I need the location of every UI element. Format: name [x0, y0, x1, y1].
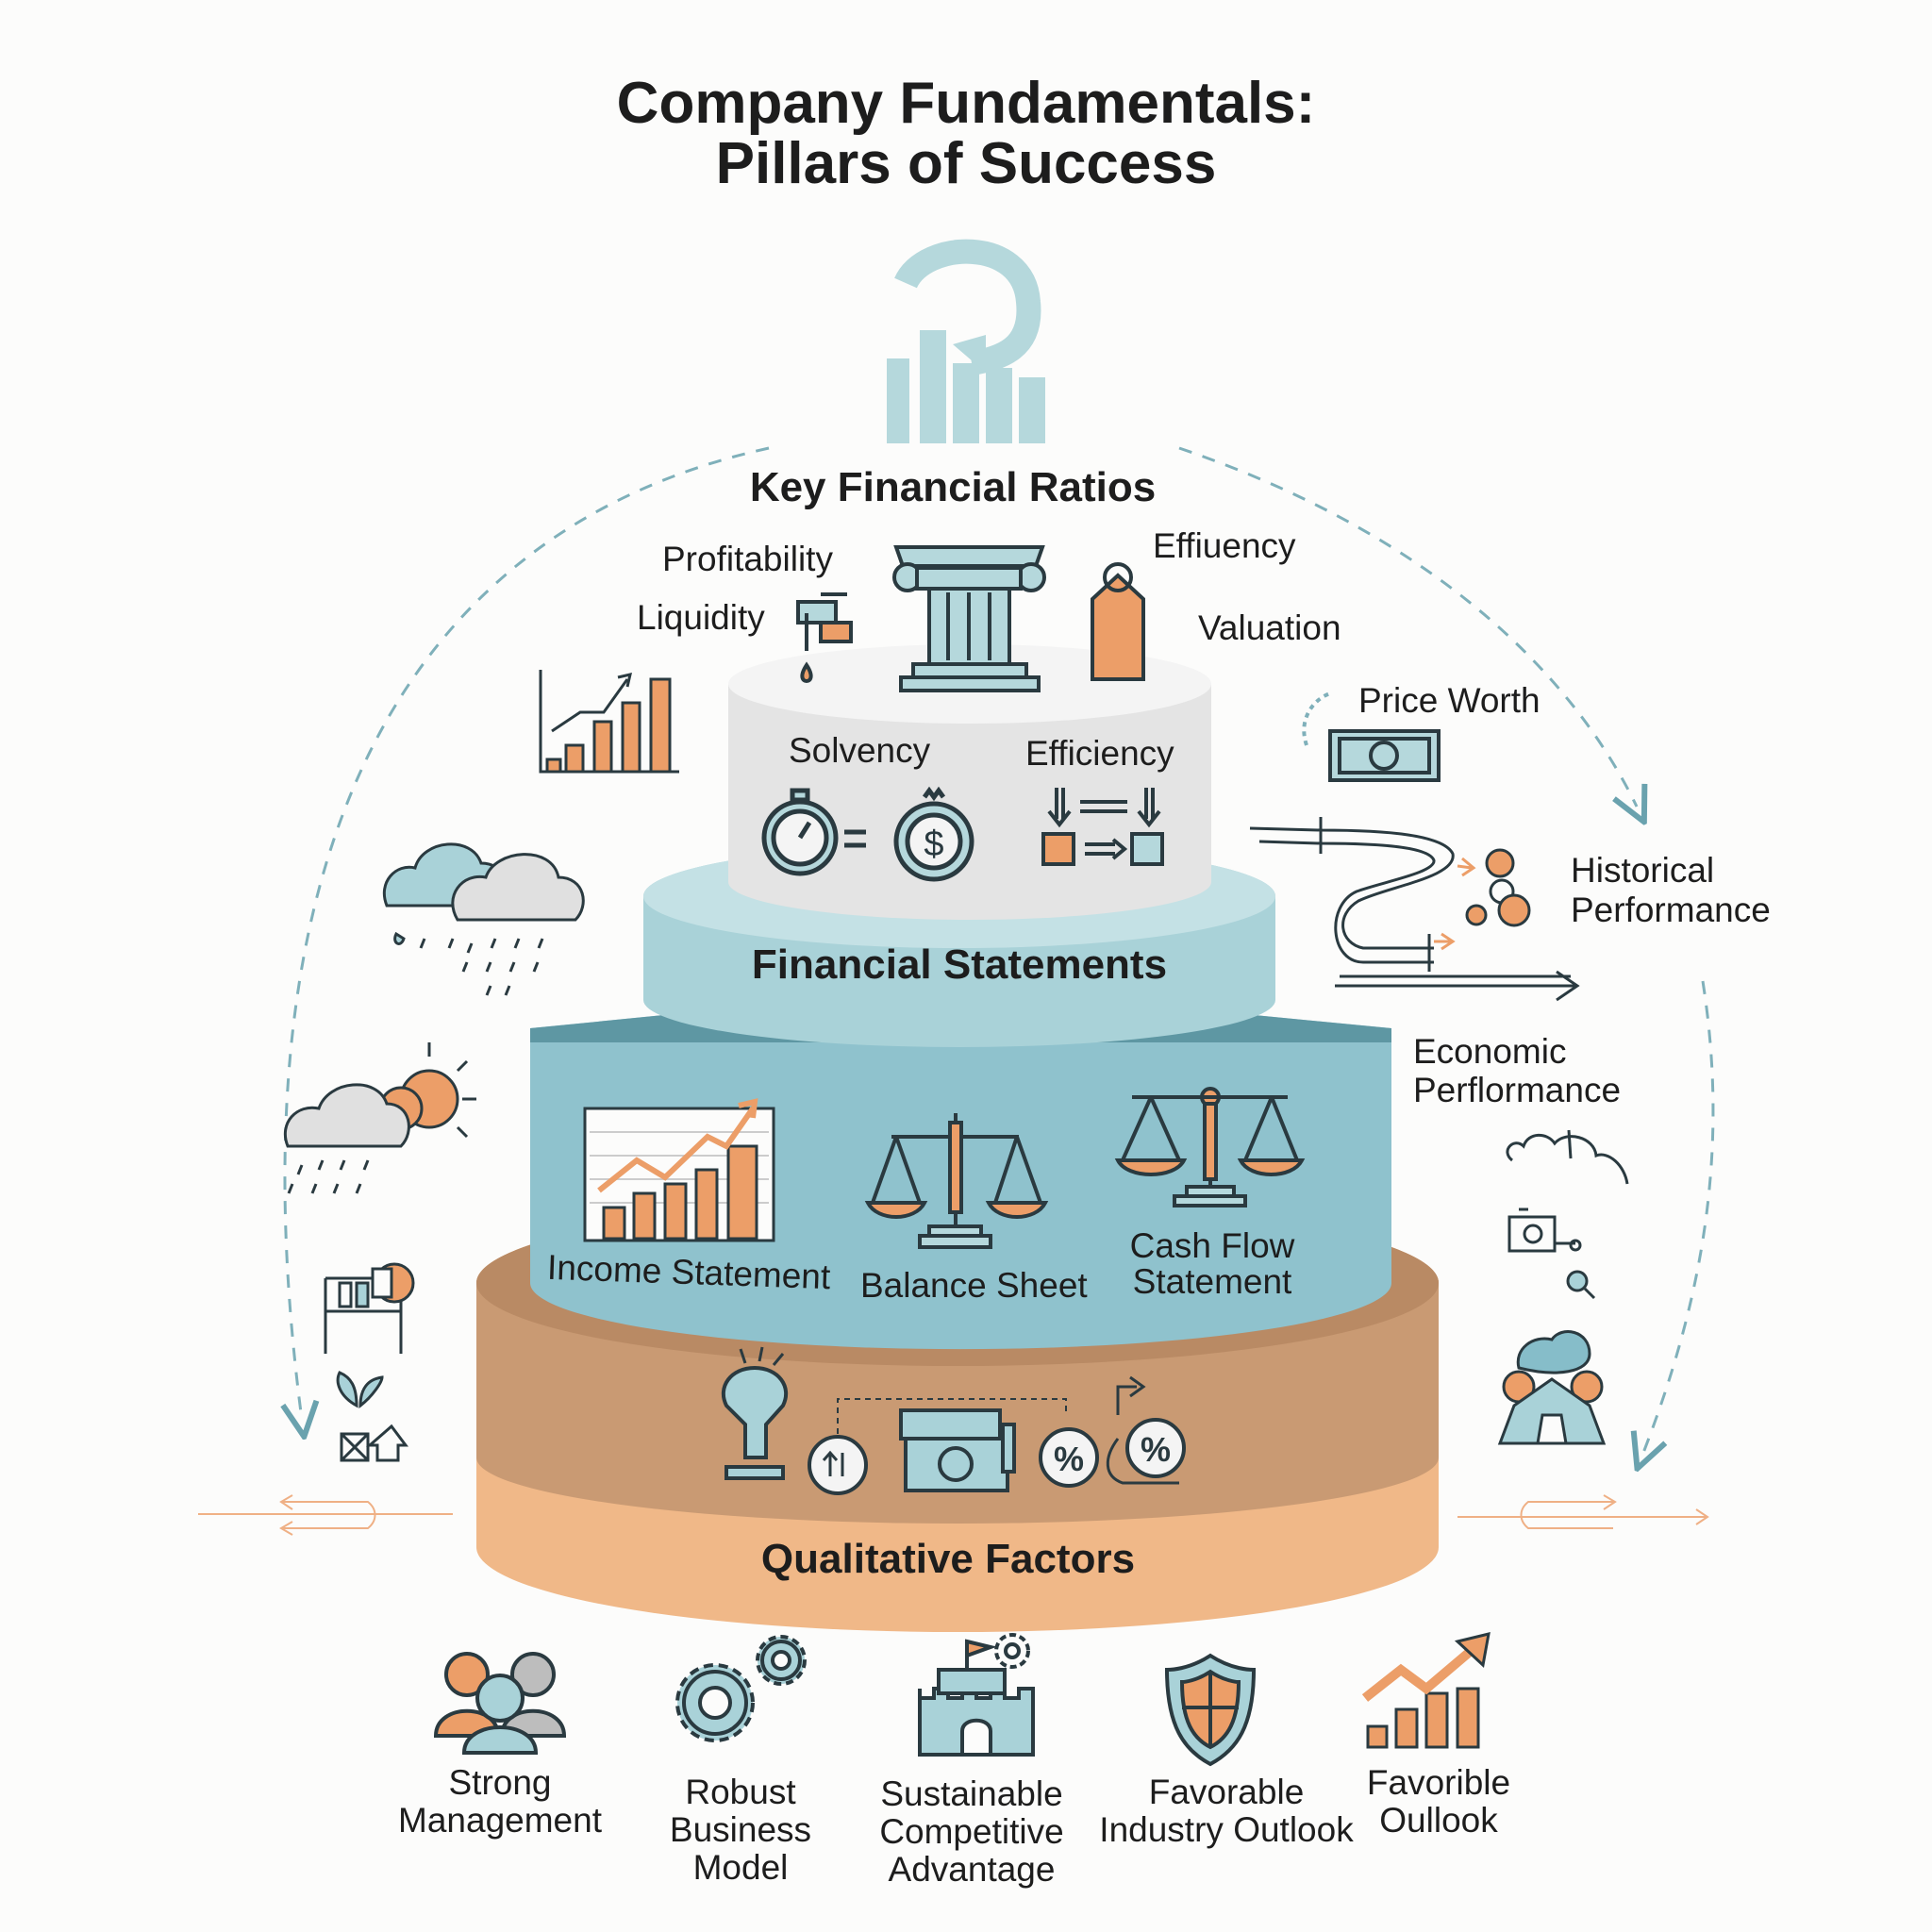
price-tag-icon	[1091, 562, 1145, 681]
title-line-2: Pillars of Success	[715, 131, 1217, 196]
label-economic-line1: Economic	[1413, 1032, 1567, 1071]
svg-text:%: %	[1141, 1430, 1171, 1469]
qualitative-item-line: Favorable	[1148, 1773, 1305, 1811]
ratio-profitability: Profitability	[662, 540, 833, 578]
qualitative-item-line: Oullook	[1379, 1801, 1498, 1840]
tree-house-icon	[1497, 1330, 1607, 1445]
cash-stack-icon	[899, 1408, 1002, 1441]
percent-badge-icon	[1039, 1427, 1099, 1488]
up-arrow-badge-icon	[808, 1435, 868, 1495]
castle-icon	[918, 1633, 1035, 1757]
qualitative-item-competitive-advantage: Sustainable Competitive Advantage	[854, 1775, 1090, 1889]
qualitative-item-business-model: Robust Business Model	[632, 1774, 849, 1887]
plant-icon	[336, 1371, 408, 1462]
qualitative-item-outlook: Favorible Oullook	[1340, 1764, 1538, 1840]
label-historical-line2: Performance	[1571, 891, 1771, 929]
label-historical-line1: Historical	[1571, 851, 1715, 890]
growth-chart-icon	[1361, 1631, 1491, 1749]
ratio-solvency: Solvency	[789, 731, 931, 770]
faucet-icon	[796, 592, 853, 684]
scale-icon	[864, 1113, 1049, 1249]
base-icons: % %	[721, 1346, 1186, 1495]
statement-cashflow-line2: Statement	[1132, 1262, 1292, 1301]
left-base-arrows	[198, 1494, 453, 1536]
svg-text:%: %	[1054, 1440, 1084, 1478]
column-pillar-icon	[892, 545, 1046, 692]
label-price-worth: Price Worth	[1358, 681, 1541, 720]
magnifier-icon	[1566, 1270, 1596, 1300]
tier-top-label: Key Financial Ratios	[749, 464, 1157, 510]
banknote-icon	[1302, 691, 1441, 782]
qualitative-item-line: Strong	[448, 1763, 552, 1802]
tool-icon	[721, 1365, 789, 1459]
stopwatch-icon	[761, 788, 866, 876]
storm-cloud-icon	[382, 842, 585, 996]
cycle-arrow-top-right	[1178, 446, 1637, 807]
statement-balance: Balance Sheet	[860, 1266, 1088, 1305]
tier-qualitative-label: Qualitative Factors	[760, 1536, 1136, 1582]
label-economic-line2: Perflormance	[1413, 1071, 1622, 1109]
flow-arrows-icon	[1041, 788, 1164, 866]
qualitative-item-industry-outlook: Favorable Industry Outlook	[1090, 1774, 1363, 1849]
qualitative-item-line: Favorible	[1366, 1763, 1511, 1802]
ratio-effiuency: Effiuency	[1153, 526, 1296, 565]
shield-icon	[1164, 1653, 1257, 1767]
cycle-arrow-left	[285, 446, 770, 1420]
qualitative-item-line: Robust	[685, 1773, 796, 1811]
qualitative-item-line: Competitive	[879, 1812, 1064, 1851]
tier-statements-label: Financial Statements	[751, 941, 1168, 988]
qualitative-item-line: Industry Outlook	[1099, 1810, 1354, 1849]
cycle-arrows	[285, 446, 1715, 1453]
cycle-arrow-right	[1643, 980, 1715, 1453]
scale-icon-cashflow	[1114, 1087, 1306, 1208]
income-chart-icon	[583, 1098, 775, 1242]
ratio-valuation: Valuation	[1198, 608, 1341, 647]
pipes-icon	[1249, 817, 1580, 1002]
sun-cloud-icon	[283, 1042, 476, 1194]
title-line-1: Company Fundamentals:	[616, 71, 1316, 136]
gears-icon	[675, 1635, 807, 1742]
machine-icon	[324, 1262, 415, 1354]
svg-text:$: $	[924, 824, 943, 864]
ratio-liquidity: Liquidity	[637, 598, 765, 637]
rising-bar-chart-icon	[539, 670, 679, 774]
qualitative-item-line: Model	[692, 1848, 789, 1887]
statement-cashflow-line1: Cash Flow	[1129, 1226, 1295, 1265]
qualitative-item-line: Management	[398, 1801, 602, 1840]
qualitative-item-line: Sustainable	[880, 1774, 1063, 1813]
team-icon	[433, 1652, 567, 1755]
qualitative-item-line: Advantage	[888, 1850, 1056, 1889]
camera-icon	[1506, 1129, 1629, 1253]
dollar-coin-icon: $	[893, 786, 974, 882]
qualitative-item-line: Business	[669, 1810, 812, 1849]
right-base-arrows	[1457, 1494, 1709, 1529]
bar-chart-cycle-icon	[887, 239, 1045, 443]
ratio-efficiency: Efficiency	[1025, 734, 1174, 773]
qualitative-item-management: Strong Management	[382, 1764, 618, 1840]
